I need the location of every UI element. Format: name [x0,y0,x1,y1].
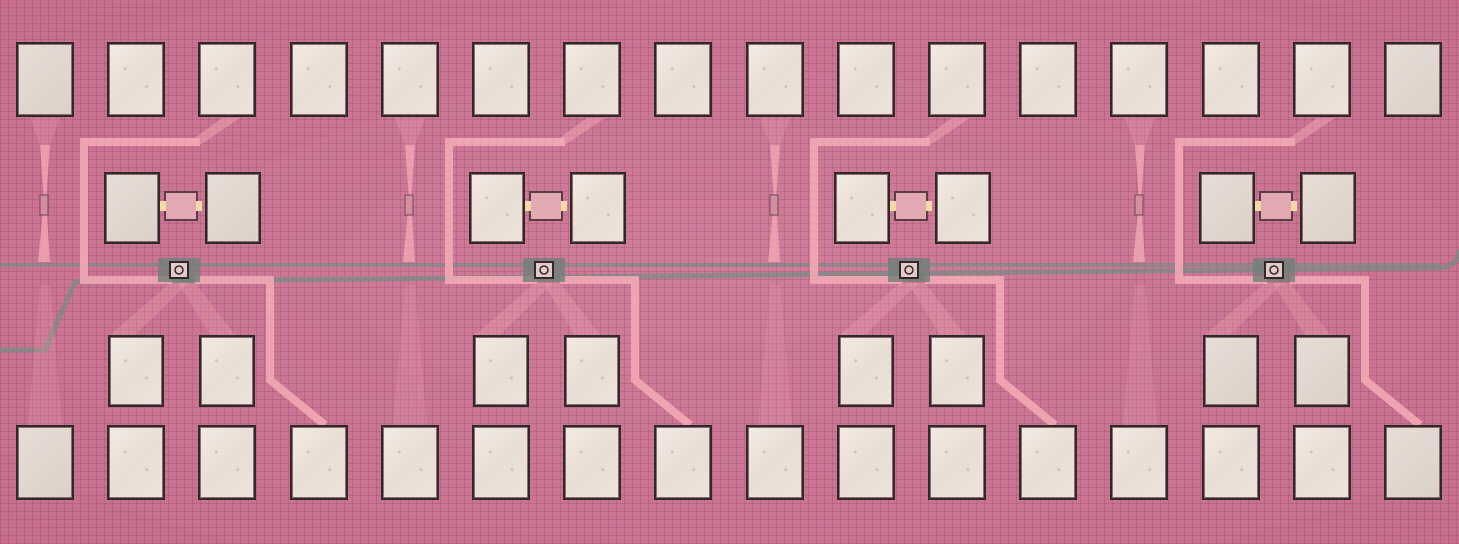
lower-pad-right [199,335,255,407]
transistor-gate [169,261,189,279]
transistor-via [1269,265,1279,275]
top-pad [472,42,530,117]
lower-pad-left [473,335,529,407]
top-taper [1125,118,1155,145]
lower-fanout-right [908,283,965,335]
top-pad [289,42,348,117]
bottom-taper [758,285,792,425]
bottom-pad [289,425,348,500]
lower-fanout-left [475,283,553,335]
output-trace [925,276,1058,429]
bottom-pad [1019,425,1078,500]
bottom-pad [928,425,986,500]
series-component [894,191,928,221]
bottom-taper [28,285,62,425]
mid-pad-right [205,172,261,244]
mid-pad-right [570,172,626,244]
lower-fanout-left [840,283,918,335]
lower-pad-left [838,335,894,407]
top-pad [928,42,986,117]
transistor-via [174,265,184,275]
top-pad [380,42,439,117]
lower-fanout-right [543,283,600,335]
loop-trace [80,138,200,284]
output-trace [195,276,328,429]
bottom-taper [1123,285,1157,425]
top-taper [30,118,60,145]
bottom-pad [1384,425,1442,500]
top-pad [1384,42,1442,117]
series-component [164,191,198,221]
component-contact-right [196,201,202,211]
bottom-pad [654,425,713,500]
top-taper [395,118,425,145]
component-contact-left [160,201,166,211]
component-contact-left [1255,201,1261,211]
component-contact-right [561,201,567,211]
top-pad [198,42,257,117]
top-pad [16,42,74,117]
transistor-via [539,265,549,275]
top-pad [836,42,895,117]
lower-fanout-right [1273,283,1330,335]
top-pad [1201,42,1260,117]
lower-fanout-left [1205,283,1283,335]
loop-trace [445,138,565,284]
vertical-device-core [404,194,414,216]
lower-pad-right [564,335,620,407]
top-taper [760,118,790,145]
transistor-gate [899,261,919,279]
top-pad [563,42,622,117]
top-pad [745,42,804,117]
mid-pad-left [834,172,890,244]
series-component [1259,191,1293,221]
bottom-pad [380,425,439,500]
bottom-pad [472,425,530,500]
mid-pad-left [1199,172,1255,244]
bottom-pad [745,425,804,500]
mid-pad-right [1300,172,1356,244]
bottom-taper [393,285,427,425]
lower-pad-right [929,335,985,407]
top-pad [1292,42,1351,117]
vertical-device-core [769,194,779,216]
transistor-via [904,265,914,275]
component-contact-right [1291,201,1297,211]
loop-trace [810,138,930,284]
transistor-gate [1264,261,1284,279]
top-pad [107,42,166,117]
series-component [529,191,563,221]
top-pad [654,42,713,117]
bottom-pad [1110,425,1169,500]
component-contact-left [525,201,531,211]
top-pad [1110,42,1169,117]
mid-pad-left [104,172,160,244]
bottom-pad [107,425,166,500]
loop-trace [1175,138,1295,284]
lower-fanout-left [110,283,188,335]
bottom-pad [16,425,74,500]
bottom-pad [836,425,895,500]
lower-pad-left [1203,335,1259,407]
lower-pad-left [108,335,164,407]
output-trace [1290,276,1423,429]
mid-pad-left [469,172,525,244]
lower-fanout-right [178,283,235,335]
transistor-gate [534,261,554,279]
output-trace [560,276,693,429]
vertical-device-core [1134,194,1144,216]
component-contact-right [926,201,932,211]
bottom-pad [1292,425,1351,500]
vertical-device-core [39,194,49,216]
bottom-pad [1201,425,1260,500]
component-contact-left [890,201,896,211]
lower-pad-right [1294,335,1350,407]
mid-pad-right [935,172,991,244]
bottom-pad [198,425,257,500]
bottom-pad [563,425,622,500]
top-pad [1019,42,1078,117]
